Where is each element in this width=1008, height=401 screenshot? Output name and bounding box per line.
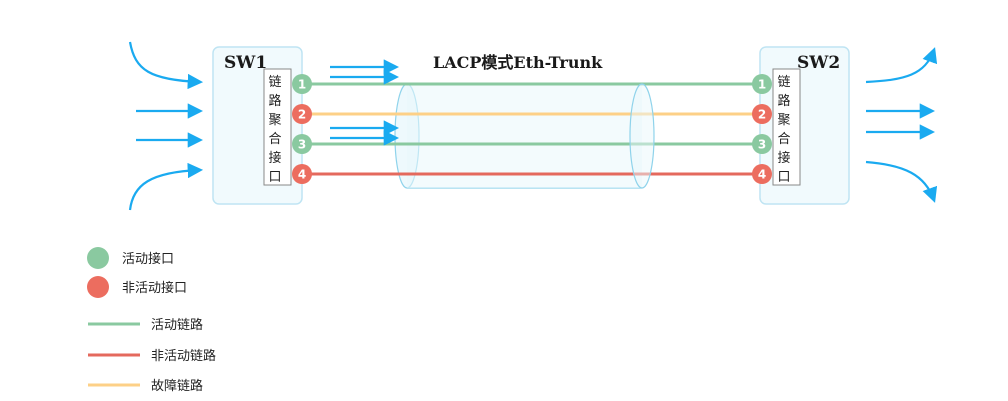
legend-label: 故障链路 bbox=[151, 378, 203, 394]
switch-sw1-interface-label: 链路聚合接口 bbox=[268, 75, 285, 185]
switch-sw1-interface-box bbox=[263, 68, 292, 186]
port-number: 2 bbox=[758, 108, 766, 122]
port-number: 4 bbox=[298, 168, 306, 182]
trunk-cylinder-fill bbox=[407, 84, 642, 188]
traffic-in-arrow-4 bbox=[128, 162, 204, 211]
port-dot bbox=[292, 74, 312, 94]
port-dot bbox=[752, 134, 772, 154]
port-sw1-4: 4 bbox=[292, 164, 312, 184]
trunk-cylinder bbox=[394, 83, 642, 189]
legend-item-2: 非活动接口 bbox=[87, 276, 187, 298]
port-dot bbox=[292, 134, 312, 154]
legend-dot bbox=[87, 276, 109, 298]
port-number: 1 bbox=[758, 78, 766, 92]
legend-item-1: 活动接口 bbox=[87, 247, 174, 269]
traffic-out-arrow-1 bbox=[865, 47, 938, 84]
trunk-cylinder-right-end bbox=[629, 83, 655, 189]
traffic-arrows bbox=[128, 41, 938, 211]
link-group bbox=[302, 82, 762, 176]
port-sw1-3: 3 bbox=[292, 134, 312, 154]
legend-item-5: 故障链路 bbox=[88, 378, 203, 394]
legend-label: 活动接口 bbox=[122, 251, 174, 267]
legend-item-3: 活动链路 bbox=[88, 317, 203, 333]
port-dot bbox=[292, 104, 312, 124]
port-sw2-1: 1 bbox=[752, 74, 772, 94]
port-sw2-3: 3 bbox=[752, 134, 772, 154]
legend-item-4: 非活动链路 bbox=[88, 348, 216, 364]
legend-label: 活动链路 bbox=[151, 317, 203, 333]
legend-label: 非活动链路 bbox=[151, 348, 216, 364]
legend-dot bbox=[87, 247, 109, 269]
switch-sw2-label: SW2 bbox=[797, 53, 840, 73]
traffic-out-arrow-4 bbox=[865, 160, 938, 203]
port-number: 1 bbox=[298, 78, 306, 92]
switch-sw1-label: SW1 bbox=[224, 53, 267, 73]
traffic-in-arrow-1 bbox=[128, 41, 204, 90]
switch-sw2-interface-label: 链路聚合接口 bbox=[777, 75, 794, 185]
legend-label: 非活动接口 bbox=[122, 280, 187, 296]
switch-sw2-interface-box bbox=[772, 68, 801, 186]
port-sw2-2: 2 bbox=[752, 104, 772, 124]
port-sw1-2: 2 bbox=[292, 104, 312, 124]
port-number: 4 bbox=[758, 168, 766, 182]
switch-sw1: SW1 链路聚合接口 bbox=[212, 46, 303, 205]
port-dot bbox=[752, 164, 772, 184]
port-sw1-1: 1 bbox=[292, 74, 312, 94]
diagram-title: LACP模式Eth-Trunk bbox=[433, 53, 603, 72]
port-sw2-4: 4 bbox=[752, 164, 772, 184]
port-dot bbox=[752, 104, 772, 124]
switch-sw2: SW2 链路聚合接口 bbox=[759, 46, 850, 205]
port-group: 1 1 2 2 3 3 4 4 bbox=[292, 74, 772, 184]
port-dot bbox=[752, 74, 772, 94]
port-number: 3 bbox=[298, 138, 306, 152]
port-number: 3 bbox=[758, 138, 766, 152]
port-number: 2 bbox=[298, 108, 306, 122]
port-dot bbox=[292, 164, 312, 184]
